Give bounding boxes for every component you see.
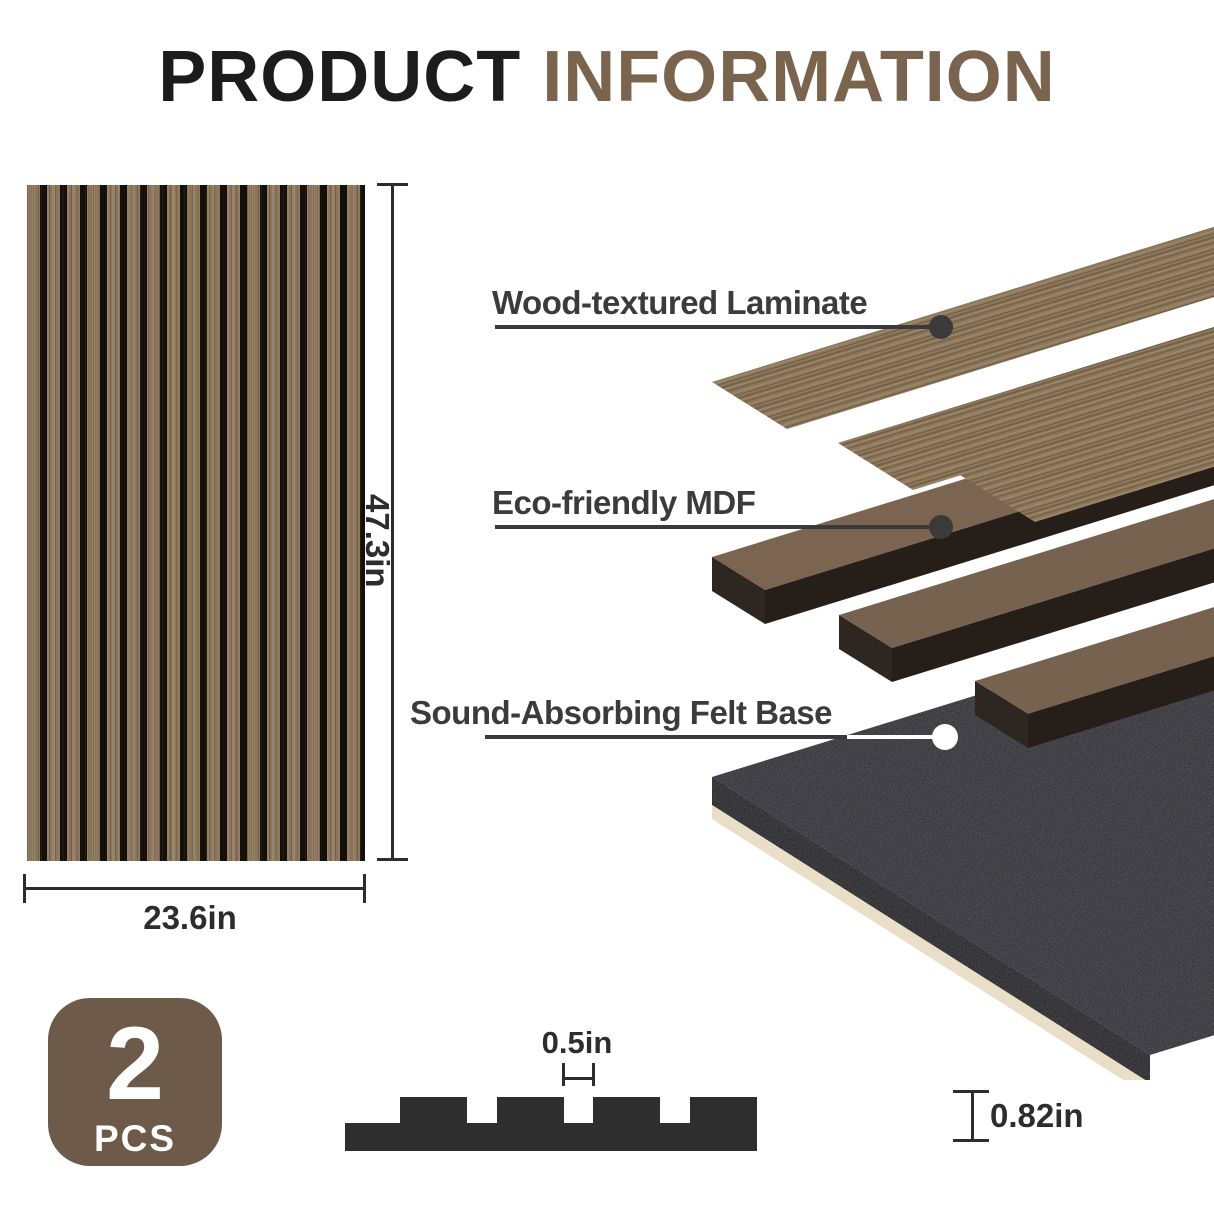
height-dimension-label: 47.3in [359, 494, 396, 588]
felt-leader-line [485, 735, 847, 739]
felt-layer-label: Sound-Absorbing Felt Base [410, 694, 833, 731]
width-dimension-line [23, 887, 366, 890]
page-title-product: PRODUCT [158, 37, 543, 117]
mdf3-end-face [975, 681, 1028, 748]
mdf2-end-face [839, 615, 892, 682]
mdf2-front-face [892, 548, 1214, 682]
laminate-strip-1 [712, 226, 1214, 429]
acoustic-slat-panel-image [27, 185, 365, 861]
quantity-number: 2 [106, 1006, 164, 1122]
laminate-leader-line [495, 325, 941, 329]
thickness-dimension-top-tick [953, 1090, 989, 1093]
gap-dimension-left-tick [562, 1063, 565, 1086]
quantity-badge: 2 PCS [48, 998, 222, 1166]
laminate-strip-3 [960, 396, 1214, 522]
laminate-strip-2 [838, 326, 1214, 490]
felt-front-texture [712, 777, 1150, 1080]
gap-dimension-line [562, 1077, 595, 1080]
quantity-unit: PCS [93, 1118, 177, 1159]
profile-slat-3 [593, 1097, 660, 1123]
mdf-callout-dot [929, 515, 953, 539]
laminate-layer-label: Wood-textured Laminate [492, 284, 868, 321]
height-dimension-top-tick [377, 183, 408, 186]
felt-callout-overlay [845, 724, 958, 750]
exploded-layers-diagram [485, 226, 1214, 1080]
mdf1-end-face [712, 557, 765, 624]
felt-callout-dot [932, 724, 958, 750]
profile-cross-section [345, 1097, 757, 1151]
height-dimension-bottom-tick [377, 858, 408, 861]
mdf-leader-line [495, 525, 941, 529]
thickness-dimension-label: 0.82in [990, 1097, 1084, 1134]
profile-slat-1 [400, 1097, 467, 1123]
profile-slat-2 [497, 1097, 564, 1123]
profile-slat-4 [690, 1097, 757, 1123]
thickness-dimension-bottom-tick [953, 1139, 989, 1142]
felt-base-layer [712, 621, 1214, 1080]
gap-dimension-label: 0.5in [541, 1025, 613, 1060]
mdf-block-3 [975, 607, 1214, 748]
mdf2-top-face [839, 499, 1214, 648]
width-dimension-label: 23.6in [143, 899, 237, 936]
callout-lines [485, 315, 953, 739]
felt-leader-white-segment [845, 735, 945, 739]
page-title-information: INFORMATION [542, 37, 1056, 117]
mdf3-front-face [1028, 656, 1214, 748]
profile-base-bar [345, 1123, 757, 1151]
thickness-dimension-line [971, 1090, 974, 1142]
height-dimension-line [391, 183, 394, 861]
page-title: PRODUCT INFORMATION [0, 36, 1214, 118]
felt-top-texture [712, 621, 1214, 1055]
width-dimension-left-tick [23, 874, 26, 903]
width-dimension-right-tick [363, 874, 366, 903]
laminate-callout-dot [929, 315, 953, 339]
mdf-layer-label: Eco-friendly MDF [492, 484, 756, 521]
mdf-block-2 [839, 499, 1214, 682]
mdf3-top-face [975, 607, 1214, 714]
gap-dimension-right-tick [592, 1063, 595, 1086]
